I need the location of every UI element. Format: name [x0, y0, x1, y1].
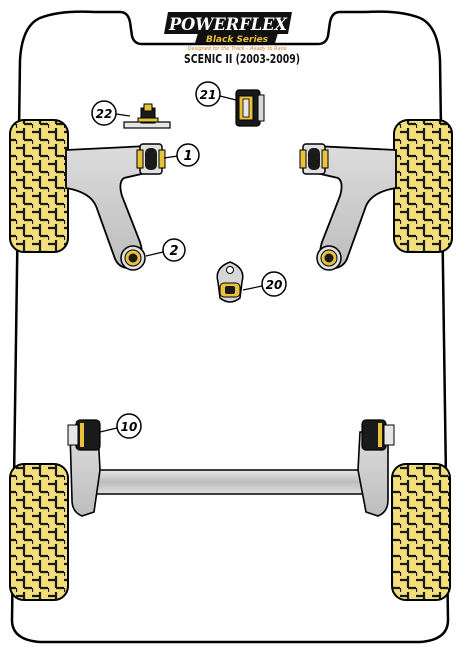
- part-22-bush: [123, 103, 171, 129]
- model-title: SCENIC II (2003-2009): [184, 52, 300, 66]
- callout-2: 2: [145, 238, 186, 262]
- part-20-mount: [216, 261, 244, 303]
- callout-10-label: 10: [121, 420, 138, 434]
- callout-10: 10: [99, 413, 142, 439]
- callout-20: 20: [242, 271, 287, 297]
- callout-22-label: 22: [96, 107, 113, 121]
- series-name: Black Series: [206, 35, 269, 45]
- front-left-wheel: [9, 119, 69, 253]
- rear-beam-axle: [69, 431, 389, 517]
- front-right-wheel: [393, 119, 453, 253]
- callout-21-label: 21: [200, 88, 217, 102]
- callout-1-label: 1: [183, 149, 192, 164]
- bush-2-left: [120, 245, 146, 271]
- bush-10-right: [361, 419, 395, 451]
- callout-20-label: 20: [266, 278, 283, 292]
- callout-21: 21: [195, 81, 237, 107]
- rear-right-wheel: [391, 463, 451, 601]
- car-body-outline: [10, 10, 450, 644]
- bush-10-left: [67, 419, 101, 451]
- callout-22: 22: [91, 100, 131, 126]
- tagline: Designed for the Track – Ready to Race: [188, 46, 287, 52]
- part-21-bush: [235, 89, 265, 127]
- callout-1: 1: [163, 143, 200, 167]
- bush-2-right: [316, 245, 342, 271]
- rear-left-wheel: [9, 463, 69, 601]
- powerflex-logo: POWERFLEX Black Series Designed for the …: [164, 12, 292, 52]
- bush-1-left: [136, 143, 166, 175]
- bush-1-right: [299, 143, 329, 175]
- brand-name: POWERFLEX: [168, 15, 288, 35]
- callout-2-label: 2: [169, 244, 178, 259]
